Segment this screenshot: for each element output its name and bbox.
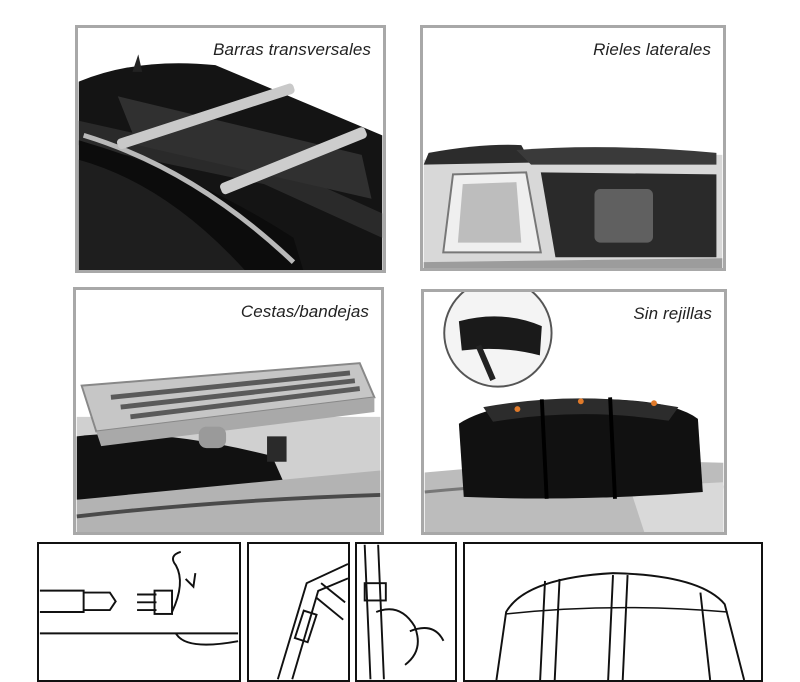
- strap-diagram-right: [355, 542, 457, 682]
- strap-diagram-left: [247, 542, 350, 682]
- strap-line-art-left: [276, 563, 348, 680]
- panel-no-racks: Sin rejillas: [421, 289, 727, 535]
- panel-label-no-racks: Sin rejillas: [633, 304, 712, 323]
- panel-label-side-rails: Rieles laterales: [593, 40, 711, 59]
- crossbars-photo: [78, 28, 383, 270]
- buckle-diagram: [37, 542, 241, 682]
- side-rails-photo: [423, 28, 723, 268]
- baskets-photo: [76, 290, 381, 532]
- panel-baskets: Cestas/bandejas: [73, 287, 384, 535]
- panel-side-rails: Rieles laterales: [420, 25, 726, 271]
- cargo-bag-diagram: [463, 542, 763, 682]
- panel-crossbars: Barras transversales: [75, 25, 386, 273]
- cargo-bag-photo: [424, 292, 724, 532]
- cargo-bag-line-art: [495, 572, 746, 680]
- buckle-line-art: [39, 550, 239, 646]
- panel-label-baskets: Cestas/bandejas: [240, 302, 369, 321]
- panel-label-crossbars: Barras transversales: [213, 40, 371, 59]
- strap-line-art-right: [363, 544, 445, 680]
